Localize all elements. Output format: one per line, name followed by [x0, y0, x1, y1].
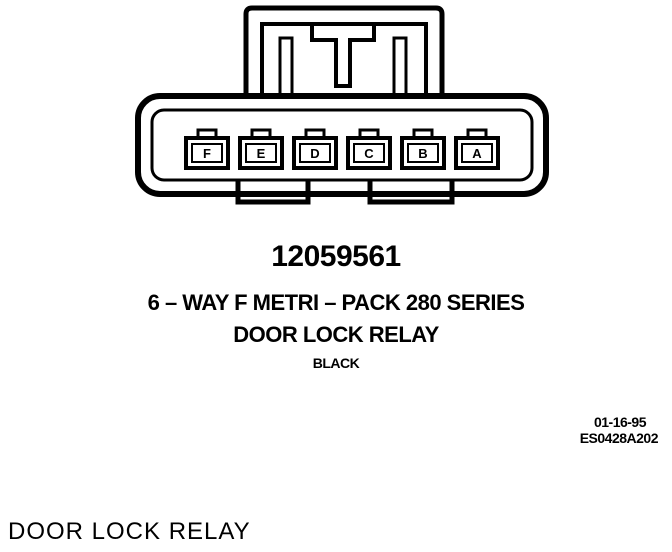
terminal-b: B	[400, 128, 446, 170]
terminal-label: C	[364, 146, 374, 161]
terminal-notch	[250, 128, 272, 138]
terminal-label: B	[418, 146, 427, 161]
connector-color: BLACK	[312, 355, 360, 371]
part-number: 12059561	[271, 240, 401, 273]
terminal-a: A	[454, 128, 500, 170]
connector-name: DOOR LOCK RELAY	[233, 322, 439, 347]
terminal-notch	[304, 128, 326, 138]
latch-tab	[310, 26, 376, 88]
terminal-inner	[407, 143, 439, 163]
terminal-inner	[461, 143, 493, 163]
terminal-notch	[412, 128, 434, 138]
figure-code: ES0428A202	[579, 430, 659, 446]
terminal-notch	[358, 128, 380, 138]
caption: DOOR LOCK RELAY	[8, 518, 251, 545]
terminal-c: C	[346, 128, 392, 170]
terminal-e: E	[238, 128, 284, 170]
bottom-tab-right	[367, 180, 455, 205]
terminal-inner	[191, 143, 223, 163]
terminal-inner	[353, 143, 385, 163]
terminal-f: F	[184, 128, 230, 170]
date-code: 01-16-95	[593, 414, 647, 430]
terminal-label: F	[203, 146, 211, 161]
terminal-notch	[466, 128, 488, 138]
terminal-notch	[196, 128, 218, 138]
terminal-label: A	[472, 146, 482, 161]
bottom-tab-left	[235, 180, 311, 205]
connector-body-inner	[150, 108, 534, 182]
terminal-d: D	[292, 128, 338, 170]
terminal-inner	[299, 143, 331, 163]
terminal-label: D	[310, 146, 319, 161]
terminal-inner	[245, 143, 277, 163]
terminal-label: E	[257, 146, 266, 161]
connector-description: 6 – WAY F METRI – PACK 280 SERIES	[147, 290, 525, 315]
right-post	[392, 36, 408, 100]
left-post	[278, 36, 294, 100]
latch-housing-inner	[260, 22, 428, 96]
latch-housing	[243, 5, 445, 96]
